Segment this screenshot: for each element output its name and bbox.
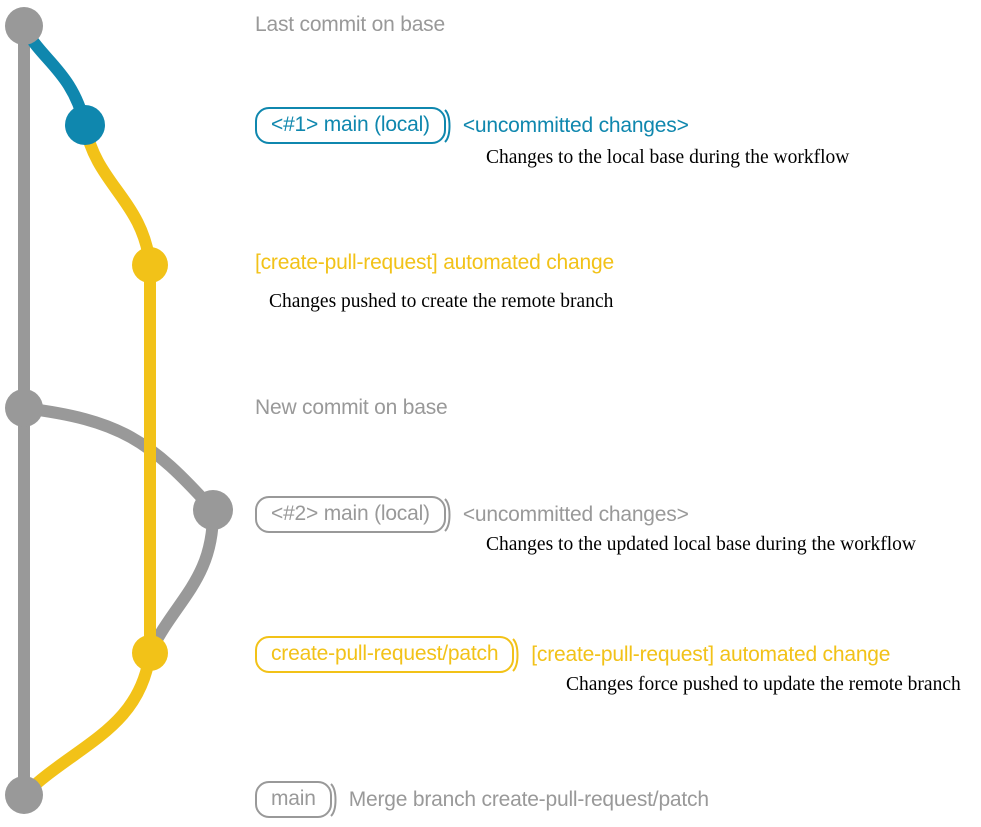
- commit-node-merge-commit[interactable]: [5, 776, 43, 814]
- commit-description: Changes force pushed to update the remot…: [566, 674, 961, 695]
- commit-row-local-uncommitted-1: <#1> main (local) <uncommitted changes>: [255, 107, 689, 144]
- commit-row-automated-change-create: [create-pull-request] automated change: [255, 252, 614, 273]
- commit-message: [create-pull-request] automated change: [255, 251, 614, 274]
- commit-description: Changes pushed to create the remote bran…: [269, 291, 614, 312]
- commit-row-last-commit-on-base: Last commit on base: [255, 14, 445, 35]
- branch-tag-label[interactable]: <#1> main (local): [255, 107, 446, 144]
- commit-description: Changes to the local base during the wor…: [486, 147, 850, 168]
- commit-row-merge-commit: main Merge branch create-pull-request/pa…: [255, 781, 709, 818]
- branch-tag-wrap: <#2> main (local): [255, 496, 453, 533]
- branch-tag-wrap: <#1> main (local): [255, 107, 453, 144]
- branch-tag-wrap: main: [255, 781, 339, 818]
- commit-node-new-commit-on-base[interactable]: [5, 389, 43, 427]
- commit-description: Changes to the updated local base during…: [486, 534, 916, 555]
- commit-node-local-uncommitted-1[interactable]: [65, 105, 105, 145]
- commit-node-automated-change-update[interactable]: [132, 635, 168, 671]
- tag-tail-icon: [444, 497, 451, 532]
- branch-tag-label[interactable]: <#2> main (local): [255, 496, 446, 533]
- commit-row-local-uncommitted-2: <#2> main (local) <uncommitted changes>: [255, 496, 689, 533]
- branch-tag-label[interactable]: create-pull-request/patch: [255, 636, 515, 673]
- branch-tag-label[interactable]: main: [255, 781, 332, 818]
- edge-local1-to-remote1: [79, 119, 156, 271]
- commit-message: <uncommitted changes>: [462, 503, 689, 526]
- commit-row-new-commit-on-base: New commit on base: [255, 396, 448, 419]
- commit-node-last-commit-on-base[interactable]: [5, 7, 43, 45]
- commit-message: New commit on base: [255, 396, 448, 419]
- commit-message: Last commit on base: [255, 13, 445, 36]
- edge-base-to-local2: [18, 402, 219, 516]
- commit-message: <uncommitted changes>: [462, 114, 689, 137]
- edge-local2-to-patch: [144, 504, 220, 659]
- branch-tag-wrap: create-pull-request/patch: [255, 636, 521, 673]
- tag-tail-icon: [329, 782, 337, 817]
- commit-message: Merge branch create-pull-request/patch: [348, 788, 709, 811]
- commit-row-automated-change-update: create-pull-request/patch [create-pull-r…: [255, 636, 890, 673]
- tag-tail-icon: [512, 637, 519, 672]
- edge-patch-to-merge: [18, 647, 156, 801]
- commit-node-automated-change-create[interactable]: [132, 247, 168, 283]
- tag-tail-icon: [444, 108, 451, 143]
- commit-message: [create-pull-request] automated change: [531, 643, 891, 666]
- commit-node-local-uncommitted-2[interactable]: [193, 490, 233, 530]
